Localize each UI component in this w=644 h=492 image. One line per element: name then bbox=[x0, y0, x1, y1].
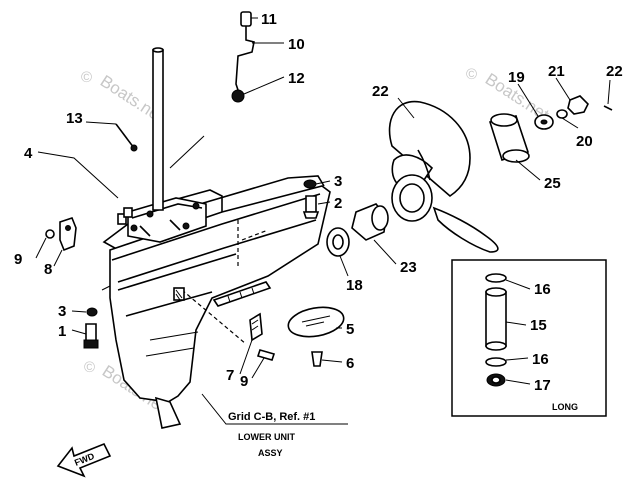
callout-3-upper: 3 bbox=[334, 173, 342, 190]
callout-16-lower: 16 bbox=[532, 351, 549, 368]
callout-23: 22 bbox=[372, 83, 389, 100]
watermark-symbol: © bbox=[84, 359, 95, 376]
washer-left bbox=[45, 229, 55, 239]
bracket-hole bbox=[65, 225, 71, 231]
callout-10: 9 bbox=[14, 251, 22, 268]
callout-18: 18 bbox=[346, 277, 363, 294]
bolt-upper-head bbox=[302, 211, 320, 219]
lower-unit-housing bbox=[102, 47, 331, 429]
callout-1: 1 bbox=[58, 323, 66, 340]
washer-hole bbox=[540, 119, 548, 125]
propeller bbox=[388, 100, 499, 253]
callout-17: 17 bbox=[534, 377, 551, 394]
callout-9: 9 bbox=[240, 373, 248, 390]
callout-5: 5 bbox=[346, 321, 354, 338]
callout-7: 7 bbox=[226, 367, 234, 384]
callout-8: 8 bbox=[44, 261, 52, 278]
anode-lines bbox=[251, 319, 259, 331]
washer-lower-left bbox=[86, 307, 98, 317]
callout-3-lower: 3 bbox=[58, 303, 66, 320]
bolt-lower-left bbox=[85, 323, 97, 343]
water-tube-end bbox=[130, 144, 138, 152]
long-shaft-inset: LONG bbox=[451, 259, 607, 417]
callout-20: 20 bbox=[576, 133, 593, 150]
bolt-lower-left-head bbox=[83, 339, 99, 349]
callout-15: 15 bbox=[530, 317, 547, 334]
forward-arrow: FWD bbox=[56, 442, 112, 478]
callout-4: 4 bbox=[24, 145, 33, 162]
anode-screw bbox=[256, 349, 276, 361]
water-tube bbox=[115, 123, 135, 149]
ref-line-1: Grid C-B, Ref. #1 bbox=[228, 411, 315, 423]
callout-12: 11 bbox=[261, 11, 277, 28]
bolt-upper bbox=[305, 195, 317, 213]
reference-note: Grid C-B, Ref. #1 LOWER UNIT ASSY bbox=[228, 411, 315, 458]
spacer bbox=[556, 109, 568, 119]
leader-lines bbox=[35, 17, 611, 425]
ref-line-2: LOWER UNIT bbox=[238, 432, 295, 442]
cover-plate bbox=[287, 306, 345, 338]
callout-19: 19 bbox=[508, 69, 525, 86]
watermark-symbol: © bbox=[81, 69, 92, 86]
cotter-pin bbox=[603, 105, 613, 111]
ref-line-3: ASSY bbox=[258, 448, 283, 458]
watermark-symbol: © bbox=[466, 66, 477, 83]
callout-13: 12 bbox=[288, 70, 305, 87]
callout-labels: 11 10 12 13 4 3 2 9 8 3 1 7 9 5 6 18 23 … bbox=[14, 11, 623, 394]
callout-21: 21 bbox=[548, 63, 565, 80]
callout-22: 22 bbox=[606, 63, 623, 80]
callout-24: 23 bbox=[400, 259, 417, 276]
washer-upper bbox=[303, 179, 317, 189]
thrust-washer bbox=[351, 203, 389, 241]
inset-label-long: LONG bbox=[552, 402, 578, 412]
shift-linkage bbox=[231, 11, 255, 103]
callout-25: 25 bbox=[544, 175, 561, 192]
callout-16-upper: 16 bbox=[534, 281, 551, 298]
callout-11: 10 bbox=[288, 36, 305, 53]
prop-nut bbox=[567, 95, 589, 115]
anode-bracket bbox=[59, 217, 77, 252]
cover-plate-text bbox=[301, 315, 331, 327]
oil-seal-bore bbox=[332, 234, 344, 250]
callout-6: 6 bbox=[346, 355, 354, 372]
prop-hub-bushing bbox=[488, 113, 530, 163]
callout-2: 2 bbox=[334, 195, 342, 212]
callout-14: 13 bbox=[66, 110, 83, 127]
cover-screw bbox=[311, 351, 323, 367]
